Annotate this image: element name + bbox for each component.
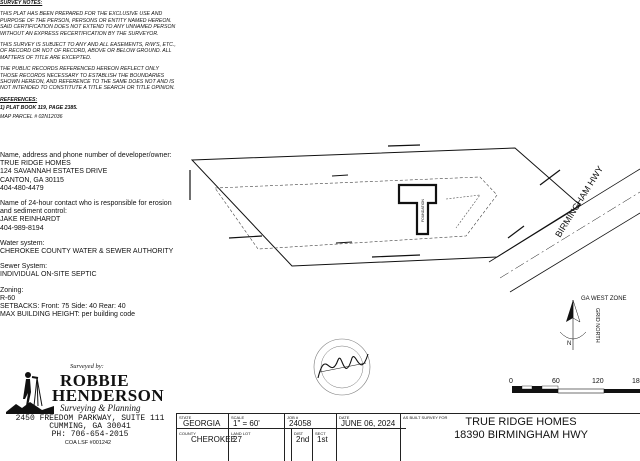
- surveyor-phone: PH: 706-654-2015: [51, 430, 129, 439]
- surveyor-city: CUMMING, GA 30041: [49, 422, 131, 431]
- grid-zone-label: GA WEST ZONE: [581, 296, 627, 302]
- contact-label: Name of 24-hour contact who is responsib…: [0, 200, 172, 216]
- scale-tick: 60: [552, 378, 560, 385]
- road-centerline: [499, 191, 640, 279]
- job-value: 24058: [289, 419, 312, 428]
- developer-address: 124 SAVANNAH ESTATES DRIVE: [0, 168, 108, 176]
- setbacks: SETBACKS: Front: 75 Side: 40 Rear: 40: [0, 303, 126, 311]
- land-lot-label: LAND LOT: [231, 431, 251, 436]
- county-label: COUNTY: [179, 431, 196, 436]
- plat-drawing: BIRMINGHAM HWY FOUNDATION N GA WEST ZONE…: [189, 144, 640, 396]
- graphic-scale: [512, 385, 640, 394]
- contact-phone: 404-989-8194: [0, 224, 44, 232]
- date-label: DATE: [339, 415, 350, 420]
- state-label: STATE: [179, 415, 192, 420]
- scale-tick: 120: [592, 378, 604, 385]
- zoning-label: Zoning:: [0, 286, 24, 294]
- road-name: BIRMINGHAM HWY: [553, 164, 605, 239]
- scale-tick: 0: [509, 378, 513, 385]
- surveyor-name-first: ROBBIE: [60, 371, 130, 390]
- title-block: STATE GEORGIA COUNTY CHEROKEE SCALE 1" =…: [176, 413, 640, 461]
- reference-item: MAP PARCEL # 02N12036: [0, 113, 63, 120]
- scale-value: 1" = 60': [233, 419, 260, 428]
- scale-cell: SCALE 1" = 60' LAND LOT 27: [228, 414, 283, 461]
- client-address: 18390 BIRMINGHAM HWY: [454, 429, 588, 441]
- water-label: Water system:: [0, 239, 45, 247]
- contact-name: JAKE REINHARDT: [0, 216, 61, 224]
- job-label: JOB #: [287, 415, 299, 420]
- developer-city: CANTON, GA 30115: [0, 176, 64, 184]
- max-height: MAX BUILDING HEIGHT: per building code: [0, 311, 135, 319]
- date-value: JUNE 06, 2024: [341, 419, 396, 428]
- road-edge: [509, 212, 640, 293]
- north-arrow-icon: N: [559, 299, 587, 350]
- foundation-label: FOUNDATION: [421, 199, 425, 222]
- survey-for-cell: AS BUILT SURVEY FOR TRUE RIDGE HOMES 183…: [400, 414, 640, 461]
- date-cell: DATE JUNE 06, 2024: [336, 414, 405, 461]
- developer-phone: 404-480-4479: [0, 184, 44, 192]
- dist-cell: DIST 2nd: [291, 428, 312, 461]
- survey-note: THIS SURVEY IS SUBJECT TO ANY AND ALL EA…: [0, 42, 176, 61]
- job-cell: JOB # 24058: [284, 414, 337, 461]
- land-lot-value: 27: [233, 435, 242, 444]
- survey-note: THIS PLAT HAS BEEN PREPARED FOR THE EXCL…: [0, 11, 176, 37]
- surveyor-street: 2450 FREEDOM PARKWAY, SUITE 111: [15, 414, 165, 423]
- dist-value: 2nd: [296, 435, 310, 444]
- grid-north-label: GRID NORTH: [594, 308, 600, 343]
- surveyor-license: COA LSF #001242: [64, 440, 112, 446]
- sect-cell: SECT 1st: [312, 428, 337, 461]
- state-value: GEORGIA: [183, 419, 221, 428]
- survey-for-label: AS BUILT SURVEY FOR: [403, 415, 448, 420]
- driveway: [445, 194, 481, 229]
- surveyor-specialty: Surveying & Planning: [60, 403, 141, 413]
- state-cell: STATE GEORGIA COUNTY CHEROKEE: [176, 414, 236, 461]
- foundation: [397, 183, 438, 236]
- sewer-label: Sewer System:: [0, 263, 48, 271]
- north-letter: N: [567, 341, 571, 347]
- client-name: TRUE RIDGE HOMES: [465, 416, 577, 428]
- dist-label: DIST: [294, 431, 304, 436]
- surveyor-logo: Surveyed by: ROBBIE HENDERSON Surveying …: [0, 360, 176, 460]
- county-value: CHEROKEE: [191, 435, 236, 444]
- client-info: TRUE RIDGE HOMES 18390 BIRMINGHAM HWY: [405, 416, 637, 442]
- road-edge: [488, 168, 640, 263]
- surveyor-seal: [313, 338, 371, 396]
- project-info: Name, address and phone number of develo…: [0, 152, 176, 326]
- survey-note: THE PUBLIC RECORDS REFERENCED HEREON REF…: [0, 66, 175, 92]
- zoning-value: R-60: [0, 294, 16, 302]
- sewer-value: INDIVIDUAL ON-SITE SEPTIC: [0, 271, 97, 279]
- scale-tick: 18: [632, 378, 640, 385]
- setback-line: [214, 176, 498, 250]
- survey-notes-heading: SURVEY NOTES:: [0, 0, 43, 6]
- developer-label: Name, address and phone number of develo…: [0, 152, 172, 159]
- survey-notes: SURVEY NOTES: THIS PLAT HAS BEEN PREPARE…: [0, 0, 176, 125]
- sect-label: SECT: [315, 431, 326, 436]
- references-heading: REFERENCES:: [0, 96, 38, 103]
- property-boundary: [190, 147, 581, 267]
- surveyor-figure-icon: [6, 372, 54, 414]
- surveyor-address: 2450 FREEDOM PARKWAY, SUITE 111 CUMMING,…: [6, 415, 174, 439]
- surveyed-by-label: Surveyed by:: [70, 363, 104, 370]
- reference-item: 1) PLAT BOOK 119, PAGE 2385.: [0, 105, 78, 112]
- water-value: CHEROKEE COUNTY WATER & SEWER AUTHORITY: [0, 248, 174, 256]
- surveyor-name-last: HENDERSON: [52, 386, 165, 405]
- developer-name: TRUE RIDGE HOMES: [0, 160, 71, 168]
- sect-value: 1st: [317, 435, 328, 444]
- scale-label: SCALE: [231, 415, 245, 420]
